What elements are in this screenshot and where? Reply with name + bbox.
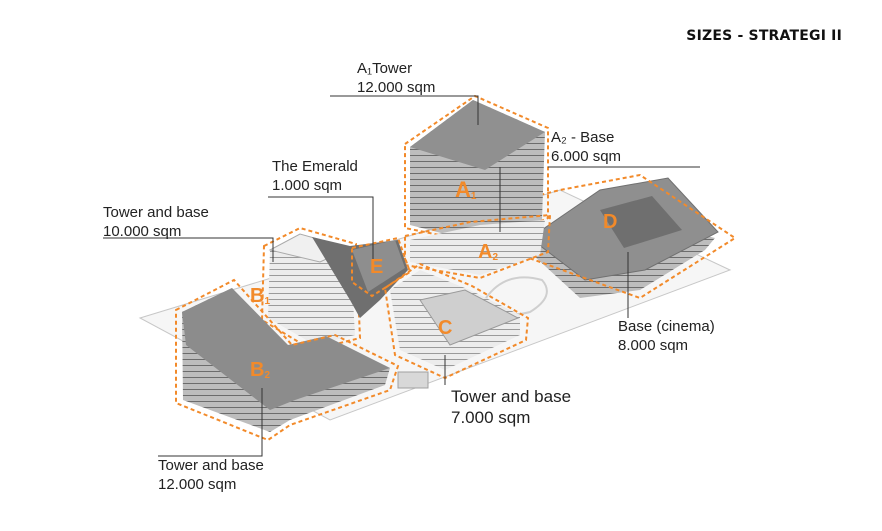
building-a1 [404,94,549,247]
label-b1-name: Tower and base [103,204,209,221]
zone-label-b1: B1 [250,285,270,307]
zone-label-c: C [438,317,452,339]
label-b2-size: 12.000 sqm [158,476,237,493]
label-c: Tower and base 7.000 sqm [451,386,571,428]
label-emerald-size: 1.000 sqm [272,177,343,194]
zone-label-b2: B2 [250,359,270,381]
label-d-name: Base (cinema) [618,318,715,335]
building-b2 [175,278,400,442]
label-c-size: 7.000 sqm [451,408,531,427]
label-a2-name: A₂ - Base [551,129,615,146]
label-a1-tower: A₁Tower 12.000 sqm [357,59,435,97]
label-d-cinema: Base (cinema) 8.000 sqm [618,317,715,355]
label-c-name: Tower and base [451,387,572,406]
label-b2-name: Tower and base [158,457,264,474]
page-heading: SIZES - STRATEGI II [686,28,842,44]
label-a1-size: 12.000 sqm [357,79,436,96]
label-d-size: 8.000 sqm [618,337,689,354]
label-b1: Tower and base 10.000 sqm [103,203,209,241]
label-a1-name: A₁Tower [357,60,413,77]
label-emerald: The Emerald 1.000 sqm [272,157,358,195]
label-b1-size: 10.000 sqm [103,223,182,240]
leader-lines [103,95,700,457]
building-d [513,173,737,300]
zone-label-a1: A1 [455,177,477,202]
zone-label-e: E [370,256,383,278]
building-c [383,262,530,389]
zone-label-a2: A2 [478,241,498,263]
zone-label-d: D [603,211,617,233]
label-a2-size: 6.000 sqm [551,148,622,165]
label-b2: Tower and base 12.000 sqm [158,456,264,494]
label-a2-base: A₂ - Base 6.000 sqm [551,128,621,166]
label-emerald-name: The Emerald [272,158,358,175]
